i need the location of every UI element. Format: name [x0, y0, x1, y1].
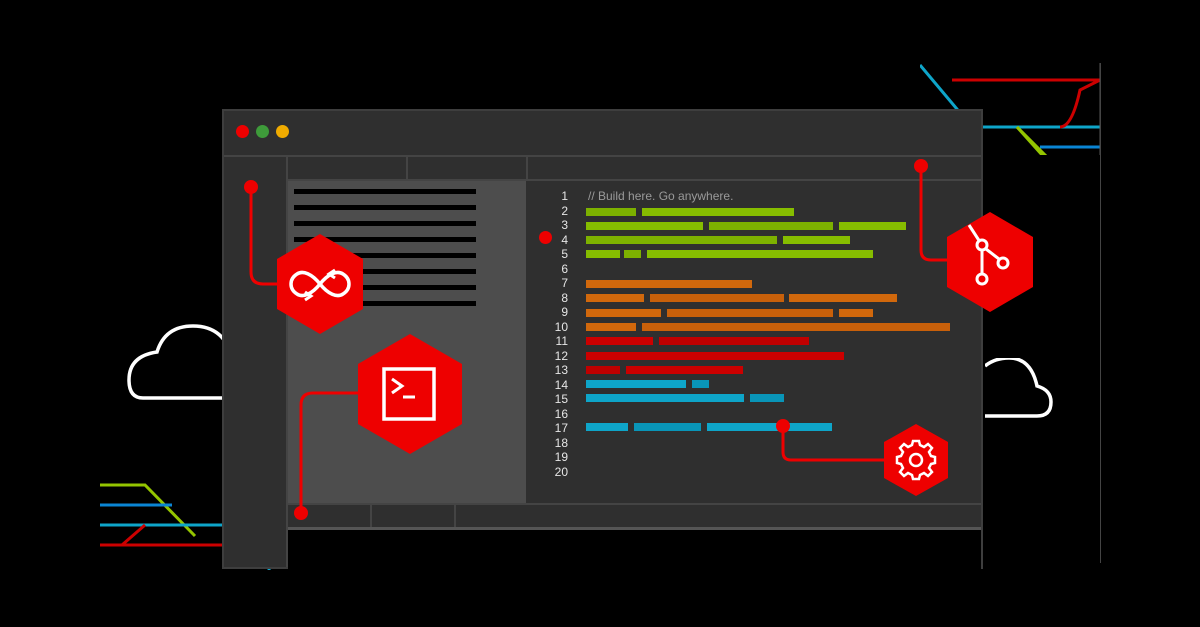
code-token: [586, 394, 744, 402]
terminal-icon: [358, 334, 462, 454]
git-branch-icon: [947, 212, 1033, 312]
tab-3[interactable]: [528, 157, 981, 181]
code-token: [586, 250, 620, 258]
line-number: 9: [561, 305, 568, 319]
code-token: [626, 366, 743, 374]
line-number: 13: [554, 363, 568, 377]
code-token: [709, 222, 833, 230]
tab-1[interactable]: [288, 157, 408, 181]
file-item[interactable]: [294, 189, 476, 194]
line-number: 1: [561, 189, 568, 203]
code-token: [586, 323, 636, 331]
tab-2[interactable]: [408, 157, 528, 181]
code-comment: // Build here. Go anywhere.: [588, 189, 734, 203]
code-token: [586, 294, 644, 302]
line-number: 20: [554, 464, 568, 479]
code-token: [586, 208, 636, 216]
code-token: [839, 309, 873, 317]
line-number: 15: [554, 392, 568, 406]
file-item[interactable]: [294, 301, 476, 306]
minimize-button[interactable]: [276, 125, 289, 138]
line-number: 14: [554, 377, 568, 392]
code-token: [783, 236, 850, 244]
line-number: 5: [561, 247, 568, 261]
line-number: 8: [561, 290, 568, 305]
file-item[interactable]: [294, 269, 476, 274]
code-token: [750, 394, 784, 402]
code-token: [839, 222, 906, 230]
code-token: [650, 294, 784, 302]
line-number: 10: [554, 319, 568, 334]
code-token: [586, 352, 844, 360]
gear-icon: [884, 424, 948, 496]
code-token: [667, 309, 833, 317]
file-item[interactable]: [294, 253, 476, 258]
title-bar: [224, 111, 981, 157]
code-token: [586, 423, 628, 431]
line-number: 18: [554, 435, 568, 450]
line-number: 11: [555, 334, 568, 348]
file-item[interactable]: [294, 221, 476, 226]
maximize-button[interactable]: [256, 125, 269, 138]
code-token: [586, 280, 752, 288]
close-button[interactable]: [236, 125, 249, 138]
line-number: 19: [554, 450, 568, 464]
line-number: 3: [561, 218, 568, 232]
file-item[interactable]: [294, 285, 476, 290]
code-token: [586, 309, 661, 317]
infinity-loop-icon: [277, 234, 363, 334]
code-token: [586, 337, 653, 345]
code-token: [707, 423, 832, 431]
code-token: [789, 294, 897, 302]
code-token: [647, 250, 873, 258]
file-item[interactable]: [294, 205, 476, 210]
code-token: [624, 250, 641, 258]
line-number: 6: [561, 261, 568, 276]
code-token: [642, 208, 794, 216]
panel-tab-1[interactable]: [288, 505, 372, 527]
code-token: [586, 366, 620, 374]
right-divider-line: [1100, 63, 1101, 563]
line-number: 17: [554, 421, 568, 435]
code-token: [642, 323, 950, 331]
code-token: [634, 423, 701, 431]
line-number: 12: [554, 348, 568, 363]
code-token: [586, 222, 703, 230]
line-number: 16: [554, 406, 568, 421]
code-token: [692, 380, 709, 388]
file-item[interactable]: [294, 237, 476, 242]
terminal-panel: [288, 530, 981, 570]
cloud-icon: [985, 358, 1053, 418]
line-number: 7: [561, 276, 568, 290]
line-number: 4: [561, 232, 568, 247]
panel-tab-2[interactable]: [372, 505, 456, 527]
activity-sidebar: [224, 157, 288, 567]
code-token: [586, 380, 686, 388]
breakpoint-marker[interactable]: [539, 231, 552, 244]
code-token: [659, 337, 809, 345]
line-number: 2: [561, 203, 568, 218]
code-token: [586, 236, 777, 244]
status-bar: [288, 503, 981, 530]
